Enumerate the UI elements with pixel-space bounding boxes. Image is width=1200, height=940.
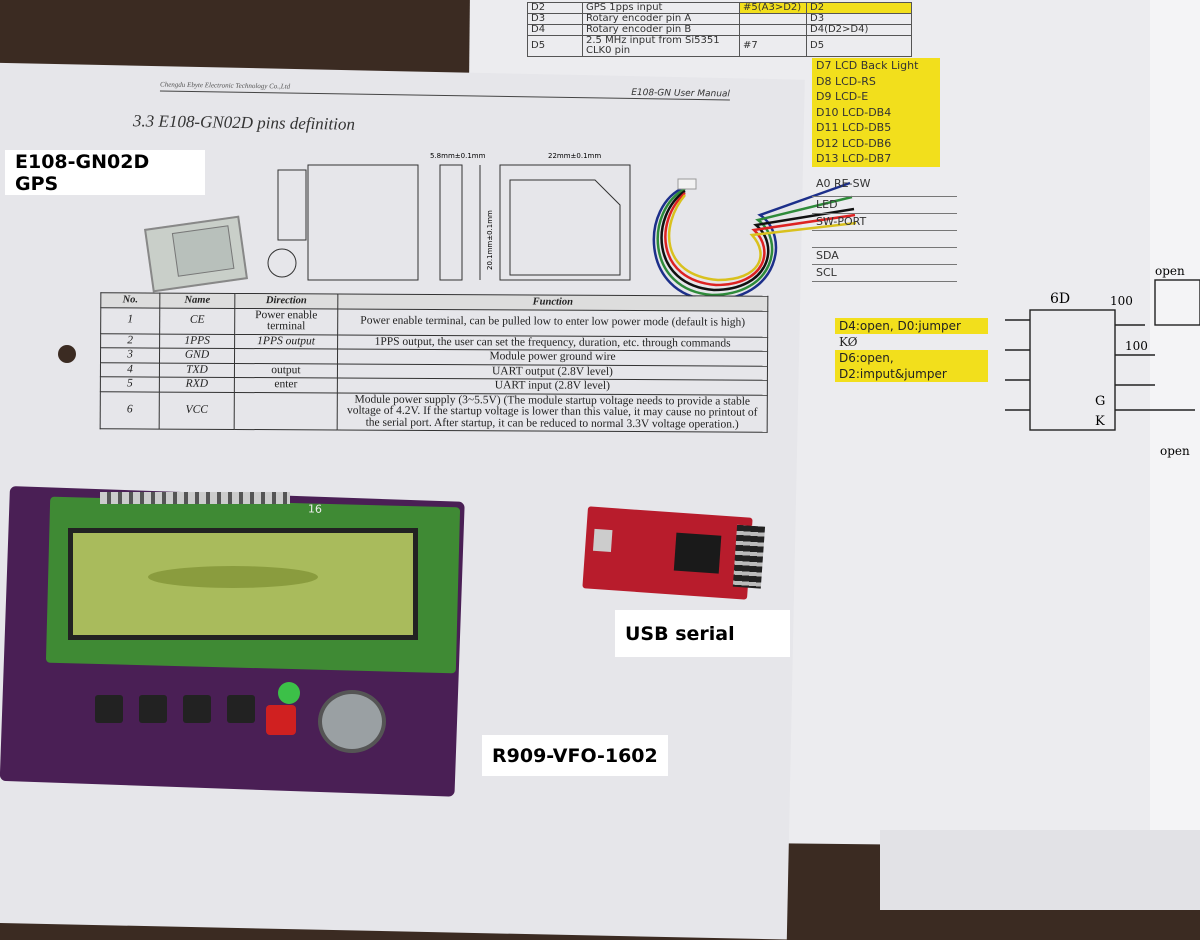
hand-label: K (1095, 414, 1105, 429)
mini-usb-connector (592, 528, 613, 553)
rotary-encoder-knob[interactable] (318, 690, 386, 753)
lcd-screen (68, 528, 418, 640)
header-pins (732, 524, 766, 589)
label-gps: E108-GN02D GPS (5, 150, 205, 195)
bottom-sheet (880, 830, 1200, 910)
gps-chip (171, 225, 235, 277)
other-pin-list: A0 RE-SW LED SW-PORT SDA SCL (812, 176, 957, 282)
push-button[interactable] (95, 695, 123, 723)
hand-label: open (1160, 444, 1190, 458)
green-led (278, 682, 300, 704)
push-button[interactable] (227, 695, 255, 723)
section-title: 3.3 E108-GN02D pins definition (132, 111, 356, 134)
push-button[interactable] (139, 695, 167, 723)
punch-hole (58, 345, 76, 363)
handwritten-schematic: 6D 100 100 open G K open (1005, 264, 1200, 458)
dimension-label: 22mm±0.1mm (548, 152, 601, 160)
usb-serial-board (582, 506, 766, 600)
red-button[interactable] (266, 705, 296, 735)
lcd-pin-list: D7 LCD Back Light D8 LCD-RS D9 LCD-E D10… (812, 58, 940, 167)
back-sheet (1150, 0, 1200, 900)
label-vfo: R909-VFO-1602 (482, 735, 668, 776)
ic-sketch (1029, 309, 1116, 431)
hand-label: 6D (1050, 291, 1070, 307)
jumper-notes: D4:open, D0:jumper KØ D6:open, D2:imput&… (835, 318, 988, 382)
cable-connector (677, 178, 697, 190)
hand-label: 100 (1110, 294, 1133, 308)
gps-module (144, 215, 248, 293)
ftdi-chip (673, 532, 722, 574)
dimension-label: 20.1mm±0.1mm (486, 210, 494, 270)
lcd-header-pins (100, 492, 290, 504)
box-sketch (1154, 279, 1200, 326)
lcd-pin-label: 16 (307, 502, 323, 516)
push-button[interactable] (183, 695, 211, 723)
hand-label: G (1095, 394, 1105, 409)
hand-label: 100 (1125, 339, 1148, 353)
wire-sketch (1005, 319, 1195, 411)
screen-glare (148, 566, 318, 588)
label-usb-serial: USB serial (615, 610, 790, 657)
hand-label: open (1155, 264, 1185, 278)
dimension-label: 5.8mm±0.1mm (430, 152, 486, 160)
push-buttons (95, 695, 275, 725)
dimension-drawing: 5.8mm±0.1mm 22mm±0.1mm 20.1mm±0.1mm (267, 152, 631, 281)
